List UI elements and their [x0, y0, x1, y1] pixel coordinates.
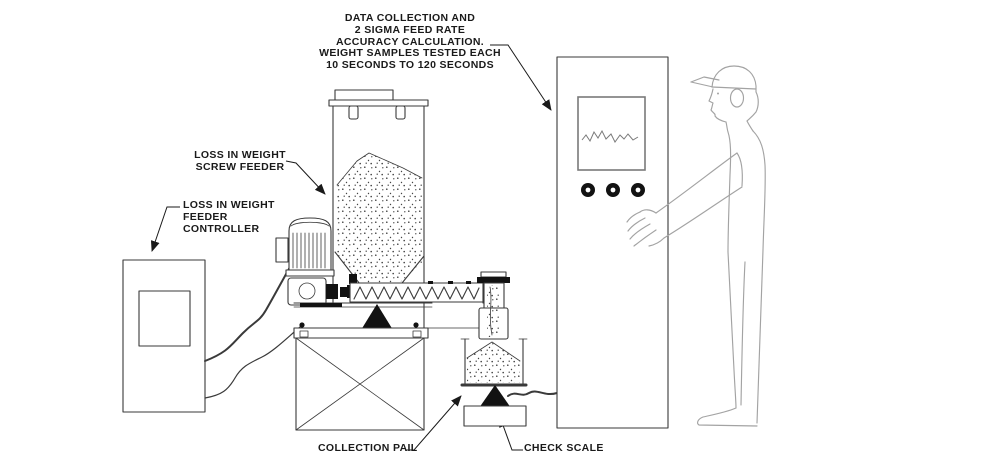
feed-rate-trace [581, 129, 639, 143]
check-scale-drawing [463, 385, 558, 427]
label-screw-feeder: LOSS IN WEIGHT SCREW FEEDER [190, 149, 290, 174]
controller-enclosure [122, 259, 206, 413]
feeder-stand [295, 337, 425, 431]
scale-body [463, 405, 527, 427]
hopper-material [337, 153, 422, 286]
leader-screw-feeder [285, 160, 326, 195]
drive-coupling [326, 284, 338, 299]
hopper-lid-handle [334, 89, 394, 101]
screw-spiral [353, 286, 480, 300]
torso-back [752, 130, 766, 251]
cabinet-knobs [581, 183, 645, 197]
note-line: DATA COLLECTION AND [344, 12, 476, 24]
feeder-controller-drawing [122, 259, 301, 413]
label-line: LOSS IN WEIGHT [194, 149, 286, 161]
screw-conveyor [349, 280, 490, 304]
note-line: 2 SIGMA FEED RATE [354, 23, 466, 36]
label-collection-pail: COLLECTION PAIL [318, 442, 418, 454]
hand [626, 209, 665, 247]
leader-collection-pail [405, 395, 462, 451]
scale-to-cabinet-cable [507, 390, 558, 397]
scale-signal-cable [204, 326, 301, 399]
label-line: FEEDER [183, 210, 228, 223]
note-line: 10 SECONDS TO 120 SECONDS [326, 59, 494, 72]
data-cabinet-drawing [556, 56, 669, 429]
hopper-lid-rim [328, 99, 429, 107]
screw-feeder-drawing [275, 89, 490, 431]
spout-flange [477, 277, 510, 283]
controller-cable [204, 266, 291, 362]
load-cell-symbol [361, 304, 393, 330]
label-line: SCREW FEEDER [195, 160, 285, 173]
discharge-spout [477, 271, 510, 340]
cabinet-screen [577, 96, 646, 171]
lid-clamp-left [348, 105, 359, 120]
motor-junction-box [275, 237, 289, 263]
note-line: WEIGHT SAMPLES TESTED EACH [319, 47, 501, 60]
falling-material [487, 285, 499, 337]
note-line: ACCURACY CALCULATION. [335, 35, 485, 48]
ear [729, 88, 745, 108]
pail-material [467, 342, 520, 383]
leader-check-scale [499, 416, 523, 451]
controller-display [138, 290, 191, 347]
leader-note-to-cabinet [490, 44, 552, 111]
label-feeder-controller: LOSS IN WEIGHT FEEDER CONTROLLER [183, 199, 275, 235]
lid-clamp-right [395, 105, 406, 120]
material-surface [336, 152, 423, 186]
note-data-collection: DATA COLLECTION AND 2 SIGMA FEED RATE AC… [305, 12, 515, 72]
weigh-tray [293, 302, 433, 330]
torso-front [727, 131, 732, 253]
funnel-left [334, 251, 364, 289]
arm [626, 152, 743, 247]
scale-platform [293, 322, 481, 339]
leader-controller [150, 206, 180, 252]
gearbox [287, 277, 327, 306]
foot [697, 407, 758, 427]
eye [717, 92, 719, 95]
head [708, 88, 759, 133]
label-line: LOSS IN WEIGHT [183, 199, 275, 211]
motor-base [285, 269, 335, 277]
collection-pail-drawing [460, 338, 528, 387]
cap [690, 65, 757, 93]
legs [697, 249, 764, 427]
label-line: CONTROLLER [183, 222, 260, 235]
operator-figure [626, 65, 766, 427]
leader-lines [150, 44, 552, 451]
label-check-scale: CHECK SCALE [524, 442, 604, 454]
scale-load-cell-symbol [479, 385, 511, 408]
